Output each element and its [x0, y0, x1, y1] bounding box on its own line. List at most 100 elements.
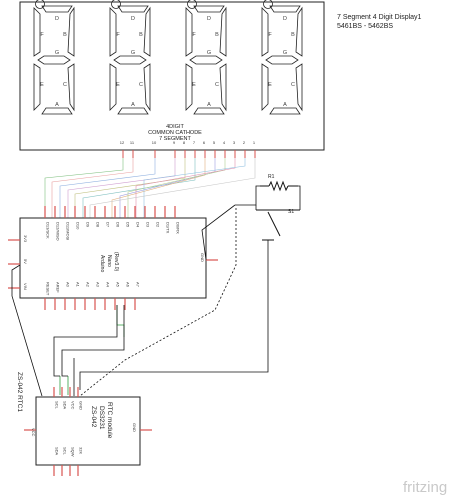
wire-display-pin6 — [111, 158, 206, 222]
arduino-bottom-pin-label: A6 — [126, 282, 131, 288]
segment-letter: B — [139, 32, 143, 38]
rtc-body — [35, 396, 141, 466]
segment-e — [185, 63, 193, 111]
segment-f — [261, 7, 269, 57]
wire-a4-to-sda — [53, 305, 118, 377]
wire-display-pin11 — [51, 158, 134, 222]
wire-display-pin7 — [82, 158, 196, 222]
display-caption-3: 7 SEGMENT — [159, 136, 191, 142]
segment-letter: C — [215, 82, 219, 88]
switch-s1[interactable]: S1 — [256, 209, 300, 241]
arduino-bottom-pin-label: AREF — [56, 282, 61, 293]
arduino-top-pin-label: D7 — [106, 222, 111, 228]
segment-b — [143, 6, 151, 57]
segment-letter: D — [283, 16, 287, 22]
rtc-side-label: ZS-042 RTC1 — [16, 372, 23, 412]
display-wires — [44, 158, 256, 222]
segment-a — [269, 5, 301, 13]
display-caption-1: 4DIGIT — [166, 124, 184, 130]
segment-e — [261, 63, 269, 111]
segment-letter: B — [291, 32, 295, 38]
resistor-zigzag — [268, 180, 289, 192]
rtc-title-1: ZS-042 — [90, 406, 97, 428]
wire-display-pin1 — [89, 158, 256, 222]
arduino-right-pins: GND — [200, 253, 218, 262]
arduino-bottom-pin-label: RESET — [46, 282, 51, 296]
wire-resistor-left — [235, 185, 260, 206]
wire-display-pin10 — [59, 158, 156, 222]
segment-letter: A — [207, 102, 211, 108]
arduino-top-pin-label: D13/SCK — [46, 222, 51, 239]
switch-lever — [267, 211, 281, 237]
segment-letter: F — [40, 32, 44, 38]
segment-letter: B — [215, 32, 219, 38]
wire-display-pin9 — [67, 158, 176, 222]
segment-a — [41, 5, 73, 13]
display-body — [19, 1, 325, 151]
segment-letter: D — [207, 16, 211, 22]
segment-letter: B — [63, 32, 67, 38]
rtc-right-pin-label: GND — [132, 423, 137, 432]
segment-letter: E — [192, 82, 196, 88]
segment-letter: E — [268, 82, 272, 88]
arduino-top-pin-label: D0/RX — [176, 222, 181, 234]
rtc-top-pin-label: SDA — [63, 401, 68, 410]
segment-c — [143, 63, 151, 112]
rtc-title-3: RTC module — [106, 402, 113, 439]
arduino-top-pin-label: D5 — [126, 222, 131, 228]
display-pin-label: 12 — [120, 140, 125, 145]
rtc-top-pin-label: SCL — [55, 401, 60, 410]
rtc-top-pin-label: VCC — [71, 401, 76, 410]
arduino-left-pin-label: 5V — [23, 259, 28, 264]
segment-letter: F — [116, 32, 120, 38]
segment-f — [109, 7, 117, 57]
segment-g — [113, 55, 147, 65]
rtc-bottom-pin-label: SCL — [63, 447, 68, 456]
segment-b — [295, 6, 303, 57]
arduino-label-3: (Rev3.0) — [113, 252, 119, 272]
display-pin-label: 6 — [203, 140, 206, 145]
rtc-bottom-pin-label: 32K — [79, 447, 84, 454]
switch-label: S1 — [288, 209, 294, 215]
segment-e — [33, 63, 41, 111]
display-pin-label: 11 — [130, 140, 135, 145]
segment-c — [67, 63, 75, 112]
decimal-point — [187, 0, 197, 9]
arduino-bottom-pin-label: A1 — [76, 282, 81, 288]
segment-letter: D — [55, 16, 59, 22]
segment-letter: C — [139, 82, 143, 88]
resistor-r1[interactable]: R1 — [260, 174, 298, 192]
arduino-bottom-pin-label: A4 — [106, 282, 111, 288]
segment-g — [189, 55, 223, 65]
decimal-point — [111, 0, 121, 9]
arduino-bottom-pin-label: A2 — [86, 282, 91, 288]
rtc-top-pin-label: GND — [79, 401, 84, 410]
display-pin-label: 3 — [233, 140, 236, 145]
wire-resistor-right — [298, 185, 301, 210]
wire-5v-to-vcc — [11, 264, 43, 397]
rtc-left-pin-label: VCC — [31, 428, 36, 437]
segment-g — [37, 55, 71, 65]
arduino-top-pin-label: D1/TX — [166, 222, 171, 234]
arduino-top-pin-label: D9 — [86, 222, 91, 228]
display-pin-label: 5 — [213, 140, 216, 145]
arduino-right-pin-label: GND — [200, 253, 205, 262]
segment-a — [193, 5, 225, 13]
rtc-module[interactable]: ZS-042 RTC1 ZS-042 DS3231 RTC module SCL… — [16, 372, 152, 476]
wire-display-pin5 — [119, 158, 216, 222]
arduino-top-pin-label: D6 — [116, 222, 121, 228]
arduino-label-2: Nano — [106, 255, 112, 267]
wire-display-pin2 — [143, 158, 246, 222]
segment-b — [219, 6, 227, 57]
